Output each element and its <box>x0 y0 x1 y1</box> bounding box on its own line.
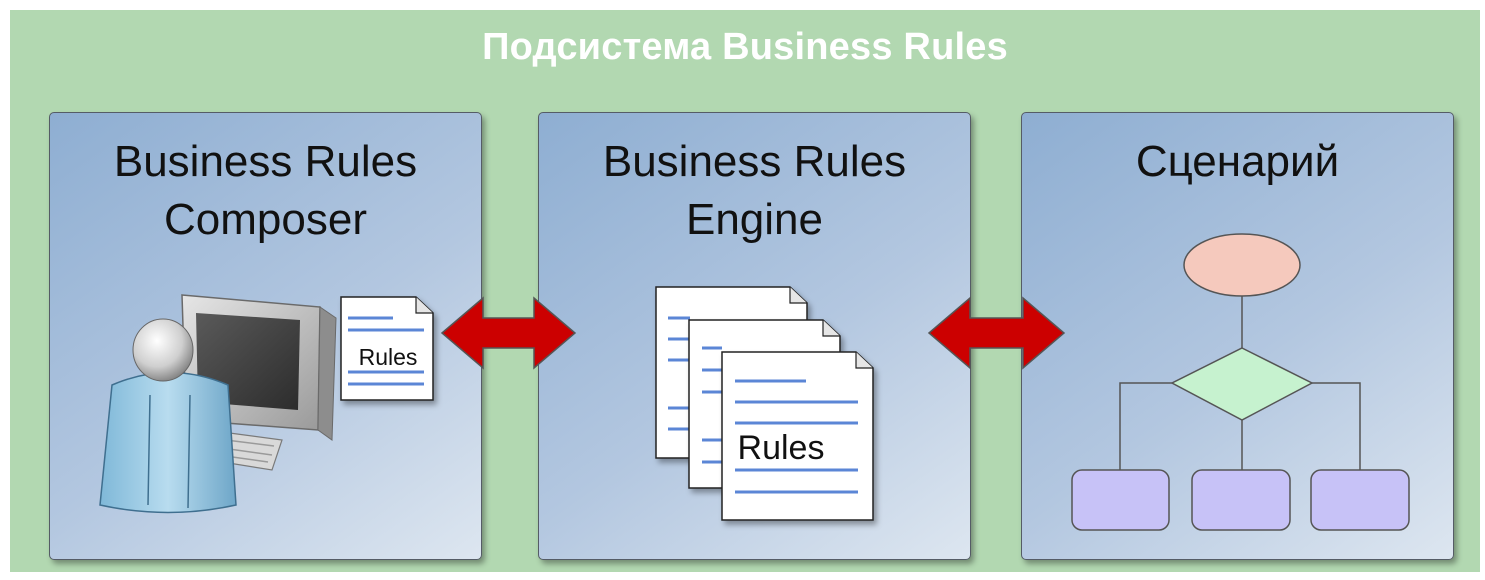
composer-title-line1: Business Rules <box>113 137 418 186</box>
flowchart-icon <box>1071 233 1410 531</box>
engine-document-label: Rules <box>738 429 825 467</box>
scenario-title: Сценарий <box>1135 137 1340 186</box>
flowchart-process-node <box>1310 469 1410 531</box>
flowchart-decision-node <box>1170 347 1314 421</box>
document-stack-icon <box>655 286 874 521</box>
diagram-title: Подсистема Business Rules <box>482 26 1008 68</box>
engine-title-line1: Business Rules <box>602 137 907 186</box>
composer-document-lines <box>348 316 424 386</box>
composer-document-label: Rules <box>359 344 418 370</box>
document-icon <box>340 296 434 401</box>
engine-title-line2: Engine <box>685 195 823 244</box>
flowchart-process-node <box>1191 469 1291 531</box>
flowchart-start-node <box>1183 233 1301 297</box>
user-at-computer-icon <box>99 294 337 514</box>
double-arrow-icon <box>440 296 577 370</box>
double-arrow-icon <box>927 296 1066 370</box>
composer-title-line2: Composer <box>164 195 367 244</box>
flowchart-process-node <box>1071 469 1170 531</box>
